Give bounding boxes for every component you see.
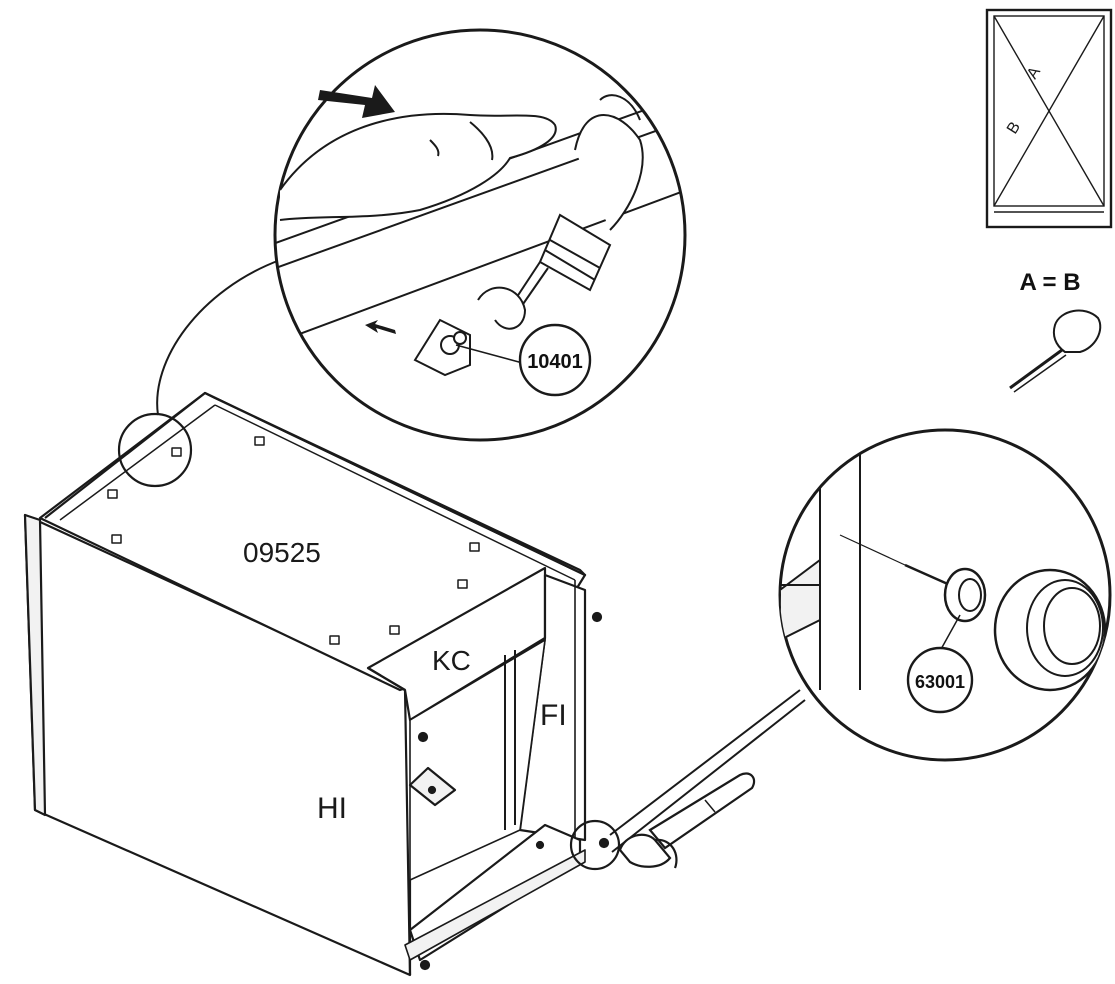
arrow-left-icon [365,320,396,334]
detail-marker-bottom [569,819,621,871]
label-top-panel: 09525 [243,537,321,568]
diag-label-a: A [1024,64,1044,82]
callout-10401-text: 10401 [527,351,583,373]
magnifier-glide: 63001 [778,428,1112,762]
diagonal-equation: A = B [1019,269,1080,296]
detail-marker-top [117,412,193,488]
callout-63001-text: 63001 [915,672,965,692]
callout-10401 [518,323,592,397]
label-left-panel: HI [317,792,347,825]
hammer-icon [618,772,756,869]
cabinet [23,391,610,977]
cam-fittings [107,436,480,645]
magnifier-cam-fitting: 10401 [273,28,687,442]
label-kick-panel: KC [432,645,471,676]
diagonal-check: A B [985,8,1113,229]
callout-63001 [906,646,974,714]
diag-label-b: B [1004,119,1024,137]
measuring-tape-icon [1009,309,1102,393]
label-right-panel: FI [540,699,567,732]
hand-icon [279,112,557,221]
arrow-push-icon [318,85,395,118]
